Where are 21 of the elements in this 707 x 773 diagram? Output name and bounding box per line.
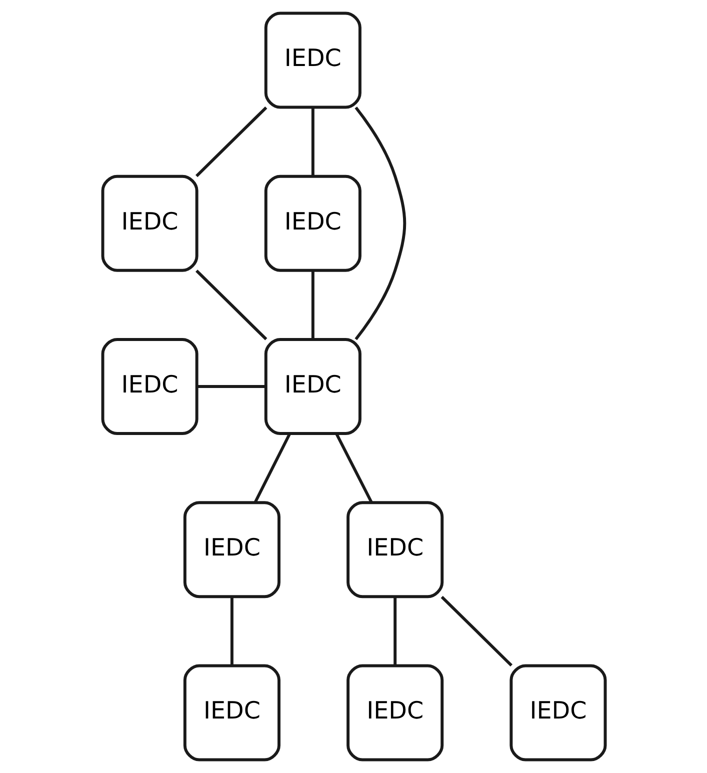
node-box: IEDC [182,664,280,762]
node-box: IEDC [264,12,361,109]
connector [253,433,291,504]
node-box: IEDC [509,664,606,762]
connector [393,596,396,666]
node-box: IEDC [100,174,198,272]
connector [334,433,372,504]
connector [354,106,406,340]
connector [440,596,512,667]
connector [230,596,233,666]
connector [310,270,314,340]
node-box: IEDC [346,501,444,598]
connector [195,270,267,340]
node-box: IEDC [100,338,198,436]
connector [195,106,267,178]
connector [196,385,266,388]
node-box: IEDC [264,174,361,272]
node-box: IEDC [264,338,361,436]
node-box: IEDC [346,664,444,762]
node-box: IEDC [182,501,280,598]
connector [310,108,314,176]
